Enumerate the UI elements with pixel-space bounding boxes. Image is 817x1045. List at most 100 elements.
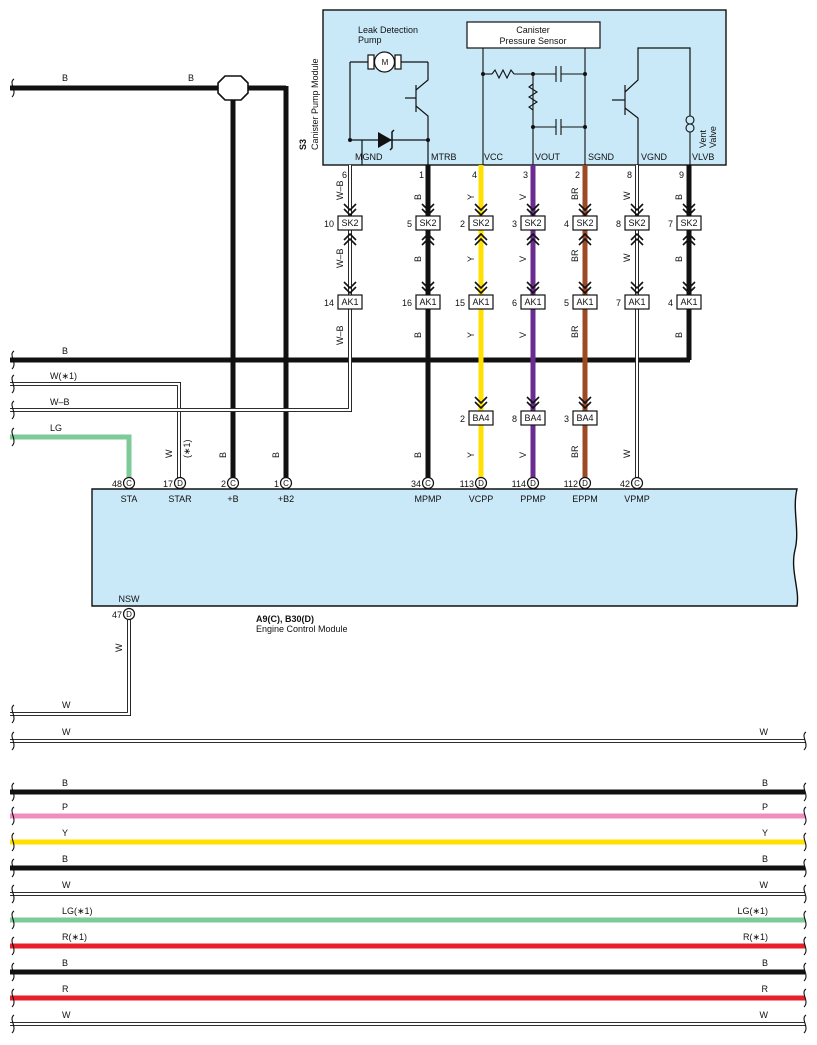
wire-color-label: B [62, 778, 68, 788]
wire-color-label: P [62, 802, 68, 812]
wire-color-label: BR [570, 445, 580, 458]
wire-color-label: W [114, 643, 124, 652]
ecm-pin-mpmp: C 34 MPMP [411, 476, 442, 504]
break-mark [11, 910, 15, 930]
connector-label: SK2 [419, 218, 436, 228]
wire-color-label: W [62, 880, 71, 890]
connector-label: AK1 [472, 297, 489, 307]
pin-number: 8 [627, 170, 632, 180]
wire-color-label: P [762, 802, 768, 812]
wire-color-label: W [622, 449, 632, 458]
connector-ak1: AK1 4 [668, 294, 702, 310]
break-mark [11, 858, 15, 878]
connector-ak1-row: AK1 14 AK1 16 AK1 15 AK1 6 AK1 5 AK1 7 [324, 294, 702, 310]
wire-color-label: V [518, 194, 528, 200]
connector-label: SK2 [680, 218, 697, 228]
wire-color-label: R [762, 984, 769, 994]
ecm-top-pins: C 48 STA D 17 STAR C 2 +B C 1 +B2 C 34 M… [112, 476, 650, 504]
connector-ba4: BA4 3 [564, 410, 598, 426]
wire-color-label: R [62, 984, 69, 994]
wire-color-label: B [413, 194, 423, 200]
connector-pin: 7 [616, 298, 621, 308]
pin-number: 112 [564, 479, 578, 489]
connector-label: AK1 [341, 297, 358, 307]
connector-label: AK1 [680, 297, 697, 307]
wire-color-label: LG(∗1) [62, 906, 93, 916]
pin-name: EPPM [572, 494, 598, 504]
pin-name: VPMP [624, 494, 650, 504]
ecm-pin-ppmp: D 114 PPMP [512, 476, 546, 504]
break-mark [11, 884, 15, 904]
connector-ba4-row: BA4 2 BA4 8 BA4 3 [460, 410, 598, 426]
module-pin-numbers: 6 1 4 3 2 8 9 [342, 170, 684, 180]
wire-color-label: W [760, 1010, 769, 1020]
pin-name-vout: VOUT [535, 152, 561, 162]
connector-pin: 2 [460, 219, 465, 229]
pin-name: MPMP [415, 494, 442, 504]
pump-label-line1: Leak Detection [358, 25, 418, 35]
connector-pin: 14 [324, 298, 334, 308]
break-mark [11, 1014, 15, 1034]
break-mark [803, 884, 807, 904]
engine-control-module: A9(C), B30(D) Engine Control Module [91, 488, 799, 634]
wire-color-label: W–B [335, 325, 345, 345]
connector-label: SK2 [524, 218, 541, 228]
wire-color-label: LG(∗1) [737, 906, 768, 916]
wire-color-label: R(∗1) [743, 932, 768, 942]
connector-pin: 15 [455, 298, 465, 308]
connector-pin: 6 [512, 298, 517, 308]
mgnd-wire: W–B [10, 165, 352, 412]
break-mark [803, 910, 807, 930]
wire-color-label: Y [762, 828, 768, 838]
connector-ak1: AK1 6 [512, 294, 546, 310]
module-code: S3 [298, 139, 308, 150]
connector-sk2: SK2 3 [512, 215, 546, 231]
wire-color-label: B [413, 452, 423, 458]
connector-ba4: BA4 8 [512, 410, 546, 426]
pin-name-vcc: VCC [484, 152, 504, 162]
wire-color-label: B [413, 332, 423, 338]
canister-pump-module: S3 Canister Pump Module Leak Detection P… [298, 9, 727, 166]
connector-label: SK2 [628, 218, 645, 228]
wire-color-label: W–B [335, 180, 345, 200]
pin-name: +B [227, 494, 238, 504]
wire-color-label: B [62, 73, 68, 83]
pin-name: STA [121, 494, 138, 504]
wire-color-label: Y [466, 332, 476, 338]
wire-color-label: B [413, 256, 423, 262]
pin-connector: D [478, 479, 484, 488]
wire-color-label: W [62, 1010, 71, 1020]
pin-number: 34 [411, 479, 421, 489]
pin-number: 9 [679, 170, 684, 180]
break-mark [803, 936, 807, 956]
wire-color-label: B [62, 346, 68, 356]
break-mark [11, 78, 15, 98]
ecm-name: Engine Control Module [256, 624, 348, 634]
wire-color-label: B [188, 73, 194, 83]
junction-dot [426, 138, 430, 142]
wire-color-label: LG [50, 423, 62, 433]
connector-label: AK1 [628, 297, 645, 307]
connector-sk2: SK2 8 [616, 215, 650, 231]
vent-label-line1: Vent [698, 129, 708, 148]
wire-color-label: W [62, 700, 71, 710]
wire-note-label: (∗1) [182, 439, 192, 458]
wire-color-label: B [674, 256, 684, 262]
wire-color-label: B [762, 778, 768, 788]
ecm-pin-eppm: D 112 EPPM [564, 476, 598, 504]
connector-sk2-row: SK2 10 SK2 5 SK2 2 SK2 3 SK2 4 SK2 8 [324, 215, 702, 231]
wire-color-label: V [518, 452, 528, 458]
sensor-label-line1: Canister [516, 25, 550, 35]
wire-color-label: BR [570, 187, 580, 200]
break-mark [803, 782, 807, 802]
sensor-circuit-icon [482, 48, 586, 165]
wire-color-label: B [674, 194, 684, 200]
transistor-icon [612, 47, 691, 165]
connector-ak1: AK1 14 [324, 294, 363, 310]
wire-color-label: W [760, 727, 769, 737]
connector-ba4: BA4 2 [460, 410, 494, 426]
connector-ak1: AK1 16 [402, 294, 441, 310]
motor-icon [349, 51, 429, 165]
top-wire: B B [10, 73, 289, 478]
